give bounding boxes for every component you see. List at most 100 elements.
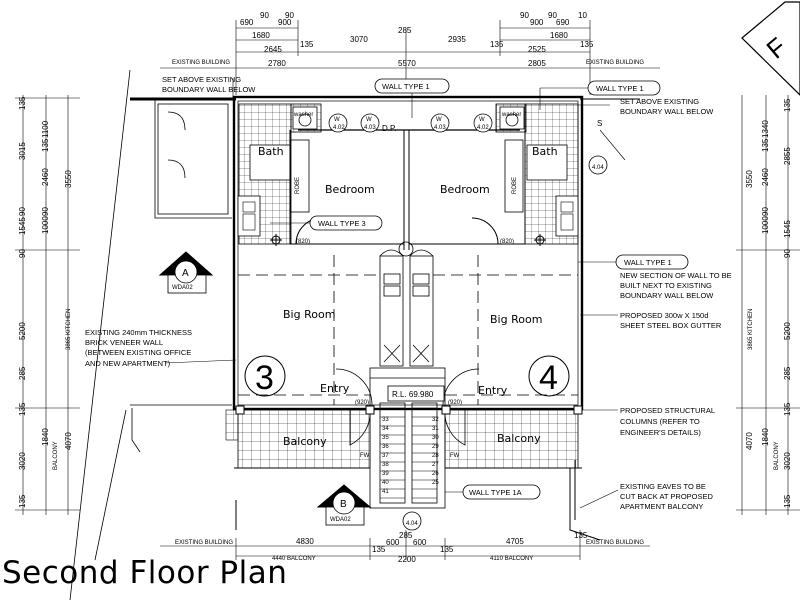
kitchen-core	[379, 249, 434, 367]
dim-text: 90	[783, 249, 792, 258]
dim-text: 2780	[268, 59, 286, 68]
note-line: EXISTING EAVES TO BE	[620, 482, 706, 491]
dim-text: 3550	[745, 170, 754, 188]
dim-text: 5200	[783, 322, 792, 340]
window-tag-text: W 4.02 W 4.03 W 4.03 W 4.02 4.04 4.04	[333, 117, 604, 527]
left-dimensions	[15, 95, 80, 515]
unit-3-label: 3	[255, 359, 274, 397]
stair-number: 33	[382, 417, 389, 423]
dim-text: 1840	[761, 428, 770, 446]
dim-text: 3070	[350, 35, 368, 44]
unit-4-label: 4	[539, 359, 558, 397]
door-820-right: (820)	[500, 239, 514, 245]
dim-text: 2645	[264, 45, 282, 54]
existing-building-label: EXISTING BUILDING	[175, 540, 233, 546]
note-line: SET ABOVE EXISTING	[620, 97, 699, 106]
dim-text: 90	[520, 11, 529, 20]
fw-label: FW	[360, 453, 370, 459]
dim-text: 90	[761, 207, 770, 216]
dim-text: 2460	[761, 168, 770, 186]
stair-number: 35	[382, 435, 389, 441]
note-line: SET ABOVE EXISTING	[162, 75, 241, 84]
note-line: PROPOSED 300w X 150d	[620, 311, 708, 320]
existing-building-label: EXISTING BUILDING	[172, 60, 230, 66]
dim-text: 3020	[18, 452, 27, 470]
stair-number: 37	[382, 453, 389, 459]
window-number: 4.04	[592, 165, 604, 171]
window-tags	[328, 113, 608, 531]
note-line: ENGINEER'S DETAILS)	[620, 428, 701, 437]
dim-text: 1000	[761, 216, 770, 234]
dim-text: 3865 KITCHEN	[748, 309, 754, 350]
balcony-right	[444, 409, 579, 469]
dim-text: 690	[556, 18, 570, 27]
stair-number: 39	[382, 471, 389, 477]
note-box-gutter: PROPOSED 300w X 150d SHEET STEEL BOX GUT…	[620, 311, 722, 330]
dim-text: 135	[18, 494, 27, 508]
washer-label: washer	[293, 112, 313, 118]
unit-markers	[244, 355, 570, 397]
dim-text: 4070	[745, 432, 754, 450]
rl-box	[387, 385, 445, 402]
room-label-bath-left: Bath	[258, 145, 284, 158]
dim-text: 900	[530, 18, 544, 27]
note-line: APARTMENT BALCONY	[620, 502, 703, 511]
robe-label-right: ROBE	[512, 177, 518, 194]
note-line: BOUNDARY WALL BELOW	[620, 291, 714, 300]
stair-number: 27	[432, 462, 439, 468]
dim-text: 135	[761, 138, 770, 152]
window-code: W	[479, 117, 485, 123]
dim-text: 4705	[506, 537, 524, 546]
stair-number: 32	[432, 417, 439, 423]
dim-text: 2200	[398, 555, 416, 564]
dim-text: 90	[260, 11, 269, 20]
dim-text: 2805	[528, 59, 546, 68]
dim-text: 135	[18, 96, 27, 110]
wall-type-3-label: WALL TYPE 3	[318, 219, 366, 228]
note-line: SHEET STEEL BOX GUTTER	[620, 321, 722, 330]
note-line: NEW SECTION OF WALL TO BE	[620, 271, 732, 280]
dim-text: 2935	[448, 35, 466, 44]
dim-text: 135	[783, 98, 792, 112]
note-line: BRICK VENEER WALL	[85, 338, 163, 347]
room-label-bigroom-left: Big Room	[283, 308, 335, 321]
dim-text: 135	[300, 40, 314, 49]
window-code: W	[436, 117, 442, 123]
right-dim-text: 135 2855 1545 90 5200 285 135 3020 135 1…	[745, 98, 792, 508]
note-set-above-right: SET ABOVE EXISTING BOUNDARY WALL BELOW	[620, 97, 714, 116]
room-label-entry-right: Entry	[478, 384, 508, 397]
rl-label: R.L. 69.980	[392, 390, 434, 399]
stair-number: 25	[432, 480, 439, 486]
wall-type-1-label: WALL TYPE 1	[624, 258, 672, 267]
dim-text: 285	[18, 366, 27, 380]
room-label-entry-left: Entry	[320, 382, 350, 395]
dim-text: 1680	[550, 31, 568, 40]
room-label-bedroom-left: Bedroom	[325, 183, 375, 196]
stair-number: 28	[432, 453, 439, 459]
note-line: COLUMNS (REFER TO	[620, 417, 700, 426]
dim-text: 135	[580, 40, 594, 49]
dim-text: 1680	[252, 31, 270, 40]
window-number: 4.02	[333, 125, 345, 131]
leader-lines	[164, 78, 626, 509]
dashed-lines	[238, 255, 578, 405]
dim-text: 3865 KITCHEN	[66, 309, 72, 350]
washer-label: washer	[501, 112, 521, 118]
dim-text: 2525	[528, 45, 546, 54]
existing-building-label: EXISTING BUILDING	[586, 540, 644, 546]
stair-number: 30	[432, 435, 439, 441]
dim-text: BALCONY	[774, 441, 780, 470]
dim-text: 10	[578, 11, 587, 20]
dim-text: 4440 BALCONY	[272, 556, 316, 562]
existing-building-label: EXISTING BUILDING	[586, 60, 644, 66]
note-line: (BETWEEN EXISTING OFFICE	[85, 348, 191, 357]
dim-text: 135	[574, 531, 588, 540]
dim-text: 3020	[783, 452, 792, 470]
stair-treads	[380, 407, 437, 499]
bottom-dimensions	[160, 530, 650, 560]
top-dimensions	[160, 20, 660, 95]
top-dim-row1: 690 90 90 90 90 690 10	[240, 11, 587, 27]
top-dim-row3: 2645 135 3070 2935 135 2525 135	[264, 35, 594, 54]
dim-text: 1340	[761, 120, 770, 138]
dim-text: 135	[440, 545, 454, 554]
